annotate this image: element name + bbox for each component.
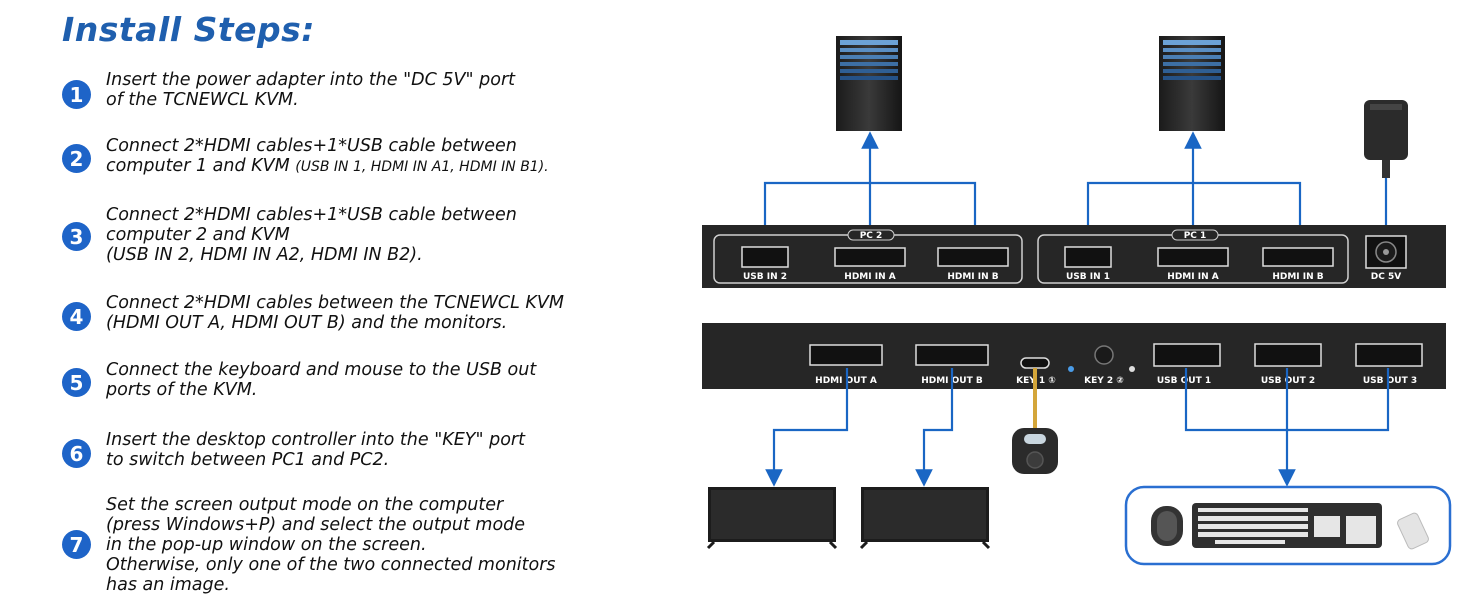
port-label: USB OUT 3 xyxy=(1363,376,1417,386)
kvm-front-panel: PC 2 PC 1 USB IN 2 HDMI IN A HDMI IN B U… xyxy=(702,225,1446,288)
switch-button xyxy=(1094,345,1114,365)
kvm-back-panel: HDMI OUT A HDMI OUT B KEY 1 ① KEY 2 ② US… xyxy=(702,323,1446,389)
key-controller-icon xyxy=(1012,428,1058,474)
usb-port xyxy=(1355,343,1423,367)
step-number-circle: 7 xyxy=(62,530,91,559)
port-label: USB IN 1 xyxy=(1066,272,1110,282)
step-text: Insert the desktop controller into the "… xyxy=(106,430,525,470)
port-label: HDMI IN B xyxy=(947,272,998,282)
hdmi-port xyxy=(915,344,989,366)
keyboard-icon xyxy=(1192,503,1382,548)
hdmi-port xyxy=(937,247,1009,267)
diagram-canvas: PC 2 PC 1 USB IN 2 HDMI IN A HDMI IN B U… xyxy=(702,36,1452,566)
usb-port xyxy=(1064,246,1112,268)
step-number-circle: 2 xyxy=(62,144,91,173)
power-adapter-icon xyxy=(1364,100,1408,178)
connection-diagram: PC 2 PC 1 USB IN 2 HDMI IN A HDMI IN B U… xyxy=(690,0,1464,600)
computer-tower-icon xyxy=(836,36,902,131)
install-steps-panel: Install Steps: 1 Insert the power adapte… xyxy=(0,0,690,600)
step-text: Connect 2*HDMI cables between the TCNEWC… xyxy=(106,293,564,333)
hdmi-port xyxy=(834,247,906,267)
status-led xyxy=(1068,366,1074,372)
port-label: KEY 2 ② xyxy=(1084,376,1124,386)
connector-lines-bottom xyxy=(765,368,1390,487)
step-text-main: Connect 2*HDMI cables+1*USB cable betwee… xyxy=(106,136,517,176)
step-number-circle: 5 xyxy=(62,368,91,397)
port-label: HDMI IN A xyxy=(1167,272,1218,282)
monitor-icon xyxy=(706,487,838,550)
step-number-circle: 1 xyxy=(62,80,91,109)
step-text: Connect 2*HDMI cables+1*USB cable betwee… xyxy=(106,136,672,177)
hdmi-port xyxy=(809,344,883,366)
pc2-badge: PC 2 xyxy=(860,231,883,241)
port-label: HDMI IN A xyxy=(844,272,895,282)
usb-receiver-icon xyxy=(1397,512,1429,550)
usb-port xyxy=(1153,343,1221,367)
usb-c-port xyxy=(1020,357,1050,369)
step-text: Insert the power adapter into the "DC 5V… xyxy=(106,70,516,110)
port-label: USB IN 2 xyxy=(743,272,787,282)
step-text: Connect 2*HDMI cables+1*USB cable betwee… xyxy=(106,205,517,265)
port-label: USB OUT 1 xyxy=(1157,376,1211,386)
usb-port xyxy=(1254,343,1322,367)
step-number-circle: 3 xyxy=(62,222,91,251)
usb-port xyxy=(741,246,789,268)
hdmi-port xyxy=(1262,247,1334,267)
port-label: DC 5V xyxy=(1371,272,1401,282)
port-label: HDMI IN B xyxy=(1272,272,1323,282)
step-text: Connect the keyboard and mouse to the US… xyxy=(106,360,537,400)
pc1-badge: PC 1 xyxy=(1184,231,1207,241)
step-number-circle: 6 xyxy=(62,439,91,468)
mouse-icon xyxy=(1151,506,1183,546)
step-text: Set the screen output mode on the comput… xyxy=(106,495,556,595)
status-led xyxy=(1129,366,1135,372)
step-number-circle: 4 xyxy=(62,302,91,331)
step-text-note: (USB IN 1, HDMI IN A1, HDMI IN B1). xyxy=(295,159,549,175)
monitor-icon xyxy=(859,487,991,550)
hdmi-port xyxy=(1157,247,1229,267)
page-title: Install Steps: xyxy=(62,10,315,49)
computer-tower-icon xyxy=(1159,36,1225,131)
